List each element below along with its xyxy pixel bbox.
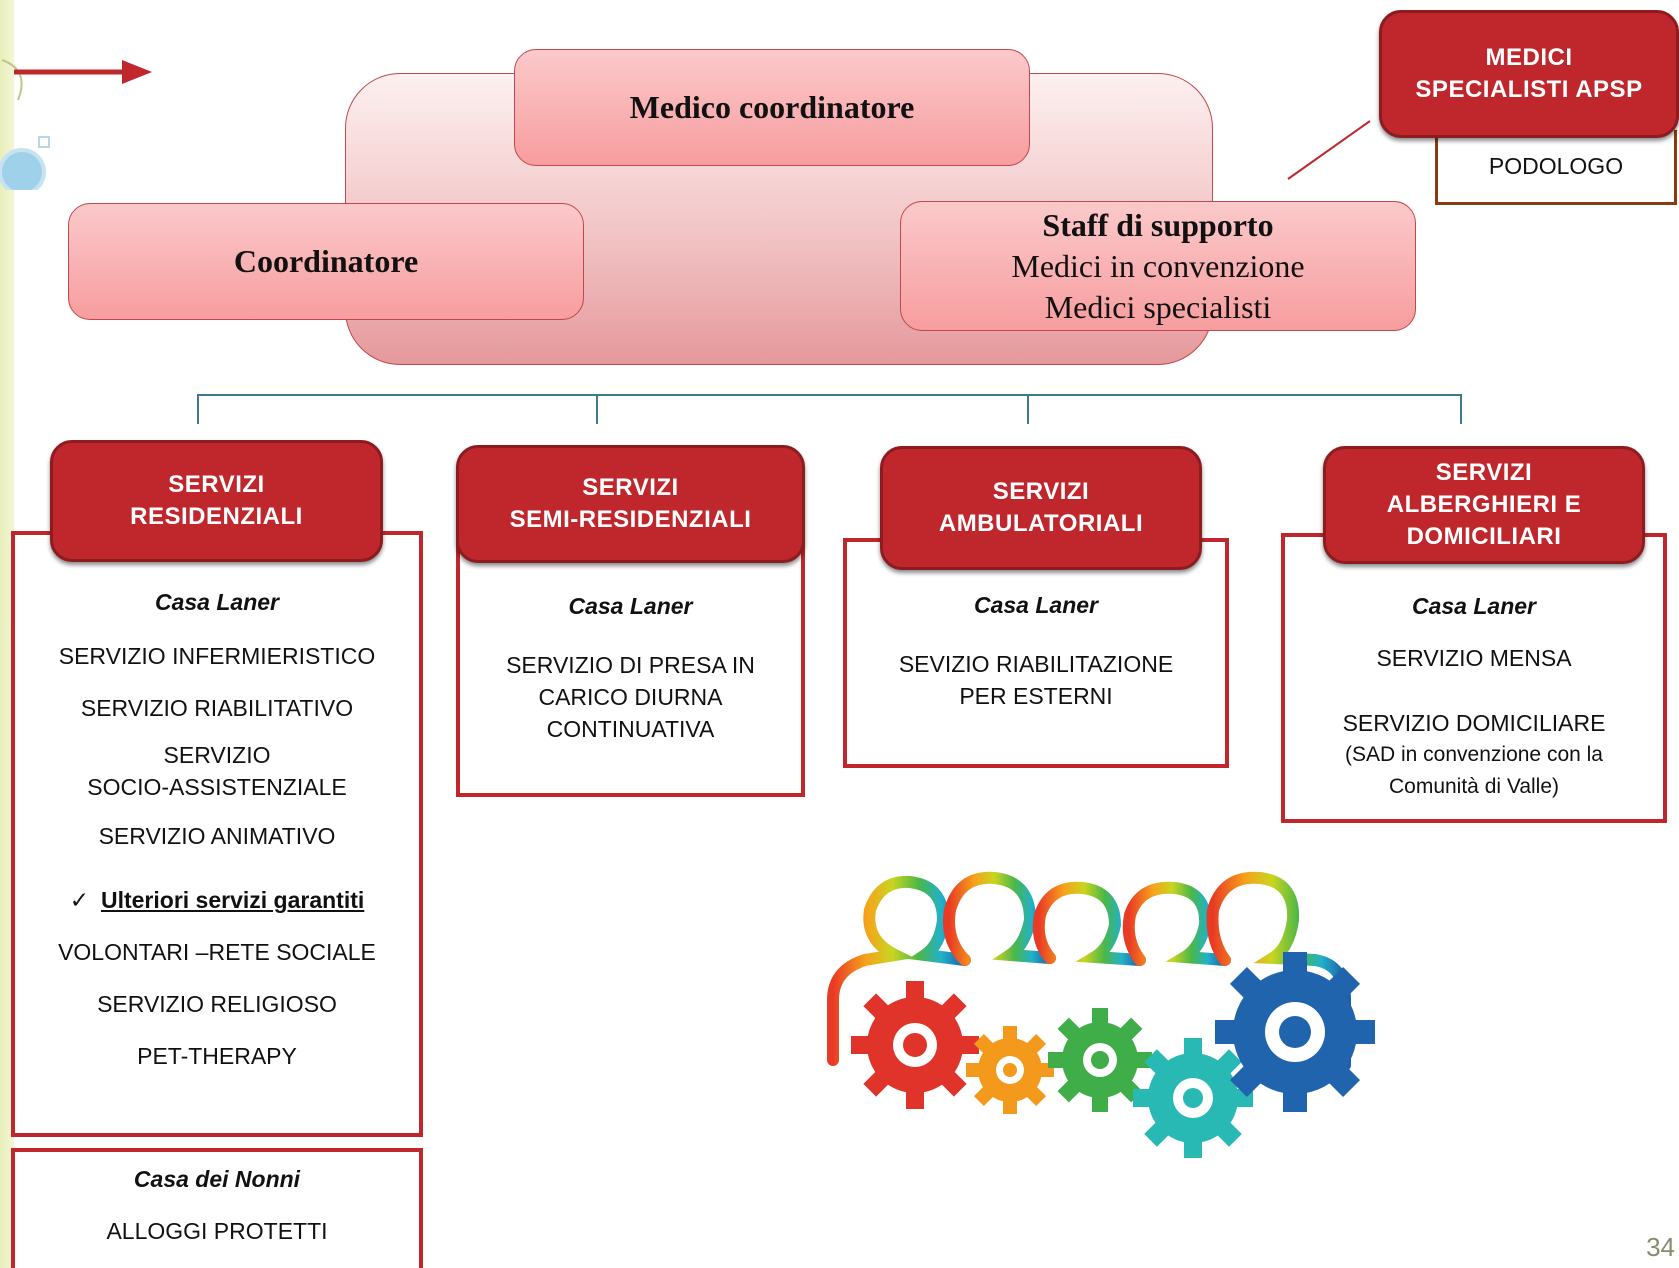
residenziali-item-1: SERVIZIO INFERMIERISTICO [58,643,376,669]
alberghieri-item-1: SERVIZIO MENSA [1376,645,1572,671]
ambulatoriali-title-2: AMBULATORIALI [938,510,1144,537]
semi-residenziali-item-1: SERVIZIO DI PRESA IN [506,652,755,678]
domiciliare-line-2: Comunità di Valle) [1388,775,1560,798]
ambulatoriali-title-1: SERVIZI [992,478,1090,505]
page-number: 34 [1646,1232,1675,1262]
connector-ambulatoriali [1027,394,1029,424]
semi-residenziali-box: Casa Laner SERVIZIO DI PRESA IN CARICO D… [456,533,805,797]
extra-item-1: VOLONTARI –RETE SOCIALE [58,939,376,965]
staff-box: Staff di supporto Medici in convenzione … [900,201,1416,331]
domiciliare-line-1: (SAD in convenzione con la [1345,743,1603,766]
residenziali-item-5: SERVIZIO ANIMATIVO [98,823,336,849]
alloggi-protetti-label: ALLOGGI PROTETTI [106,1218,328,1244]
staff-line-2: Medici specialisti [1044,288,1272,325]
ambulatoriali-location: Casa Laner [973,592,1098,618]
extra-item-2: SERVIZIO RELIGIOSO [97,991,337,1017]
domiciliare-title: SERVIZIO DOMICILIARE [1342,710,1606,736]
coordinatore-label: Coordinatore [233,243,419,279]
podologo-box: PODOLOGO [1435,130,1677,205]
alberghieri-title-1: SERVIZI [1435,459,1533,486]
coordinatore-box: Coordinatore [68,203,584,320]
casa-dei-nonni-box: Casa dei Nonni ALLOGGI PROTETTI [11,1148,423,1268]
residenziali-item-3: SERVIZIO [163,742,271,768]
gear-icons [851,952,1375,1158]
extra-item-3: PET-THERAPY [137,1043,297,1069]
connector-residenziali [197,394,199,424]
medici-specialisti-line-2: SPECIALISTI APSP [1415,76,1643,103]
ambulatoriali-box: Casa Laner SEVIZIO RIABILITAZIONE PER ES… [843,538,1229,768]
casa-dei-nonni-label: Casa dei Nonni [133,1166,301,1192]
red-arrow-icon [14,60,152,84]
alberghieri-title-2: ALBERGHIERI E [1386,491,1582,518]
residenziali-item-4: SOCIO-ASSISTENZIALE [87,774,347,800]
alberghieri-location: Casa Laner [1411,593,1536,619]
residenziali-item-2: SERVIZIO RIABILITATIVO [80,695,354,721]
staff-specialist-connector [1287,120,1371,180]
medico-coordinatore-label: Medico coordinatore [629,89,915,125]
ambulatoriali-item-2: PER ESTERNI [959,683,1113,709]
residenziali-header: SERVIZI RESIDENZIALI [50,440,383,562]
semi-residenziali-header: SERVIZI SEMI-RESIDENZIALI [456,445,805,563]
people-outline-icon [827,871,1351,1071]
residenziali-title-1: SERVIZI [168,471,265,498]
small-square-icon [38,136,50,148]
ambulatoriali-header: SERVIZI AMBULATORIALI [880,446,1202,570]
connector-semi-residenziali [596,394,598,424]
residenziali-title-2: RESIDENZIALI [130,503,303,530]
alberghieri-box: Casa Laner SERVIZIO MENSA SERVIZIO DOMIC… [1281,533,1667,823]
residenziali-box: Casa Laner SERVIZIO INFERMIERISTICO SERV… [11,531,423,1137]
medico-coordinatore-box: Medico coordinatore [514,49,1030,166]
alberghieri-header: SERVIZI ALBERGHIERI E DOMICILIARI [1323,446,1645,564]
alberghieri-title-3: DOMICILIARI [1406,523,1562,550]
left-decorative-strip [0,0,14,1268]
extra-services-heading: ✓ Ulteriori servizi garantiti [15,885,419,937]
staff-title: Staff di supporto [1042,206,1274,243]
medici-specialisti-header: MEDICI SPECIALISTI APSP [1379,10,1679,138]
semi-residenziali-item-2: CARICO DIURNA [538,684,723,710]
staff-line-1: Medici in convenzione [1011,247,1305,284]
residenziali-location: Casa Laner [154,589,279,615]
teamwork-gears-illustration [827,871,1375,1158]
ambulatoriali-item-1: SEVIZIO RIABILITAZIONE [898,651,1174,677]
semi-residenziali-item-3: CONTINUATIVA [546,716,715,742]
checkmark-icon: ✓ [69,887,89,913]
semi-residenziali-title-1: SERVIZI [582,474,679,501]
extra-services-label: Ulteriori servizi garantiti [100,887,365,913]
left-decoration [0,59,152,190]
services-connector-horizontal [197,394,1462,396]
medici-specialisti-line-1: MEDICI [1485,44,1573,71]
blue-dot-icon [0,148,46,190]
podologo-label: PODOLOGO [1488,152,1624,179]
connector-alberghieri [1460,394,1462,424]
semi-residenziali-location: Casa Laner [568,593,693,619]
semi-residenziali-title-2: SEMI-RESIDENZIALI [509,506,752,533]
